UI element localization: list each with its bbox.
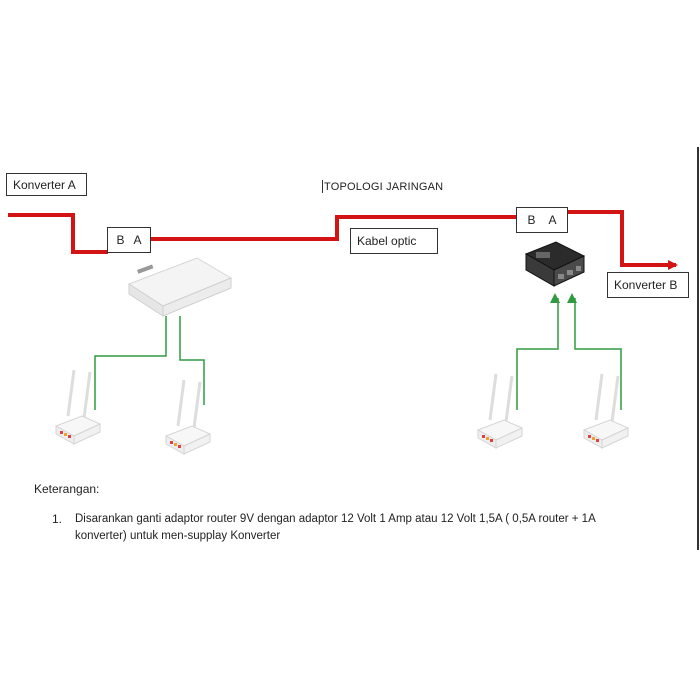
lan-cable-router-3	[516, 293, 560, 410]
note-item-line1: Disarankan ganti adaptor router 9V denga…	[75, 513, 596, 525]
fiber-cable-left	[8, 213, 108, 254]
lan-cable-right-router	[179, 316, 205, 405]
port-b-label: B	[116, 233, 125, 247]
wifi-router-icon	[476, 373, 524, 449]
notes-heading: Keterangan:	[34, 482, 100, 496]
port-a-label: A	[133, 233, 142, 247]
media-converter-icon	[524, 241, 586, 287]
wifi-router-icon	[164, 379, 212, 455]
konverter-a-label: Konverter A	[6, 173, 87, 196]
fiber-cable-main	[150, 215, 517, 241]
port-a-label: A	[548, 213, 557, 227]
kabel-optic-text: Kabel optic	[357, 234, 417, 248]
konverter-b-label: Konverter B	[607, 272, 689, 298]
page-edge-line	[697, 147, 699, 550]
fiber-cable-right	[566, 210, 678, 270]
diagram-title: TOPOLOGI JARINGAN	[324, 181, 444, 193]
text-cursor	[322, 180, 323, 193]
lan-cable-left-router	[94, 316, 167, 410]
port-box-right: B A	[516, 207, 568, 233]
note-item-number: 1.	[52, 512, 63, 526]
kabel-optic-label: Kabel optic	[350, 228, 438, 254]
network-switch-icon	[127, 257, 233, 317]
lan-cable-router-4	[567, 293, 622, 410]
note-item-line2: konverter) untuk men-supplay Konverter	[75, 530, 281, 542]
wifi-router-icon	[54, 369, 102, 445]
port-b-label: B	[527, 213, 536, 227]
wifi-router-icon	[582, 373, 630, 449]
konverter-b-text: Konverter B	[614, 278, 678, 292]
konverter-a-text: Konverter A	[13, 177, 76, 192]
port-box-left: B A	[107, 227, 151, 253]
